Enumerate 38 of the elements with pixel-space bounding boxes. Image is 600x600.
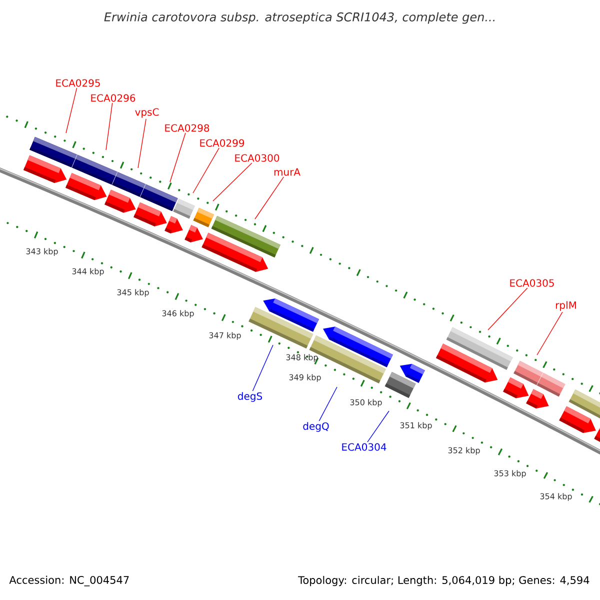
gene-label: vpsC	[135, 108, 159, 118]
scale-label: 351 kbp	[400, 422, 432, 430]
gene-label: degS	[238, 392, 262, 402]
scale-label: 345 kbp	[117, 289, 149, 297]
gene-label: ECA0304	[342, 443, 386, 451]
gene-label: ECA0299	[200, 139, 244, 147]
gene-label: ECA0295	[56, 79, 100, 87]
leader-line	[536, 312, 563, 356]
gene-label: rplM	[556, 301, 576, 311]
leader-line	[170, 132, 186, 182]
genome-info-text: Topology: circular; Length: 5,064,019 bp; Genes: 4,594	[298, 576, 590, 586]
scale-label: 343 kbp	[26, 248, 58, 256]
leader-line	[252, 344, 274, 392]
gene-label: murA	[274, 168, 300, 176]
leader-line	[138, 118, 146, 168]
gene-label: ECA0296	[91, 94, 136, 102]
leader-line	[212, 162, 252, 202]
leader-line	[488, 288, 528, 330]
leader-line	[106, 102, 113, 150]
leader-line	[254, 176, 284, 220]
scale-label: 352 kbp	[448, 447, 480, 455]
title-text: Erwinia carotovora subsp. atroseptica SCRI1043, complete gen...	[104, 12, 495, 24]
leader-line	[66, 88, 78, 134]
leader-line	[367, 410, 390, 442]
leader-line	[192, 148, 220, 194]
scale-label: 346 kbp	[162, 310, 194, 318]
gene-label: ECA0298	[165, 124, 210, 132]
scale-label: 353 kbp	[494, 470, 526, 478]
gene-label: ECA0305	[510, 279, 554, 287]
gene-label: ECA0300	[235, 154, 280, 162]
scale-label: 350 kbp	[350, 399, 382, 407]
scale-label: 354 kbp	[540, 493, 572, 501]
leader-line	[318, 386, 338, 422]
scale-label: 344 kbp	[72, 268, 104, 276]
gene-label: degQ	[303, 422, 329, 432]
accession-text: Accession: NC_004547	[9, 576, 129, 586]
scale-label: 347 kbp	[209, 332, 241, 340]
scale-label: 349 kbp	[289, 374, 321, 382]
